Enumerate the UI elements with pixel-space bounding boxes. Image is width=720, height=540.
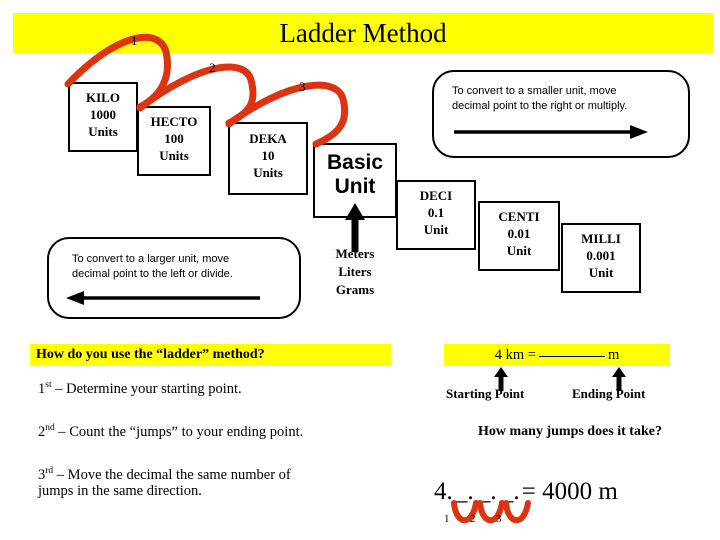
instruction-step-3-suffix: rd (45, 466, 54, 476)
instruction-step-2-suffix: nd (45, 423, 55, 433)
answer-jump-label-3: 3 (496, 513, 502, 525)
basic-unit-arrow-icon (345, 203, 365, 252)
answer-leading-digit: 4. (434, 478, 453, 505)
unit-box-milli-value: 0.001 (586, 248, 616, 263)
answer-slot-3: _. (500, 478, 520, 505)
unit-box-deci-prefix: DECI (419, 188, 453, 203)
callout-smaller-line1: To convert to a smaller unit, move (452, 85, 617, 97)
unit-box-deka-unit: Units (253, 165, 283, 180)
example-answer-blank (538, 356, 605, 357)
example-equation-unit: m (607, 347, 620, 363)
unit-box-centi-prefix: CENTI (498, 209, 540, 224)
answer-result: = 4000 m (521, 478, 618, 505)
example-equation: 4 km = m (444, 345, 670, 365)
starting-point-label: Starting Point (446, 386, 525, 401)
jump-arc-label-2: 2 (209, 60, 216, 75)
ending-point-label: Ending Point (572, 386, 646, 401)
unit-box-hecto: HECTO 100 Units (137, 106, 211, 176)
unit-box-kilo: KILO 1000 Units (68, 82, 138, 152)
unit-box-deci-unit: Unit (423, 222, 449, 237)
instruction-step-3: 3rd – Move the decimal the same number o… (38, 461, 291, 485)
instruction-step-2-ordinal: 2 (38, 423, 46, 440)
instruction-step-3-ordinal: 3 (38, 466, 46, 483)
starting-point-arrow-icon (494, 367, 508, 391)
unit-box-kilo-prefix: KILO (86, 90, 120, 105)
instruction-step-3-continued: jumps in the same direction. (38, 483, 202, 499)
arrow-right-icon (454, 125, 648, 139)
answer-jump-label-2: 2 (470, 513, 476, 525)
callout-larger-unit (47, 237, 301, 319)
callout-larger-unit-text: To convert to a larger unit, move decima… (72, 252, 296, 282)
unit-box-centi-unit: Unit (506, 243, 532, 258)
instruction-step-1: 1st – Determine your starting point. (38, 375, 242, 399)
unit-box-centi-value: 0.01 (507, 226, 531, 241)
instruction-step-1-suffix: st (45, 380, 52, 390)
unit-box-kilo-unit: Units (88, 124, 118, 139)
answer-slot-1: _. (454, 478, 474, 505)
unit-box-milli: MILLI 0.001 Unit (561, 223, 641, 293)
unit-box-centi: CENTI 0.01 Unit (478, 201, 560, 271)
unit-box-deci-value: 0.1 (427, 205, 445, 220)
instruction-step-2-text: – Count the “jumps” to your ending point… (54, 423, 304, 440)
answer-jump-label-1: 1 (444, 513, 450, 525)
callout-larger-line1: To convert to a larger unit, move (72, 253, 230, 265)
unit-box-hecto-value: 100 (164, 131, 184, 146)
instruction-step-2: 2nd – Count the “jumps” to your ending p… (38, 418, 303, 442)
unit-box-hecto-unit: Units (159, 148, 189, 163)
jump-arc-label-1: 1 (131, 33, 138, 48)
unit-box-kilo-value: 1000 (90, 107, 116, 122)
answer-slot-2: _. (477, 478, 497, 505)
basic-unit-example-meters: Meters (335, 246, 375, 261)
unit-box-basic-prefix: Basic (326, 151, 384, 174)
answer-expression: 4._._._.= 4000 m (434, 478, 618, 506)
basic-unit-example-grams: Grams (335, 282, 375, 297)
jumps-question: How many jumps does it take? (478, 424, 662, 439)
unit-box-milli-prefix: MILLI (581, 231, 621, 246)
page-title: Ladder Method (279, 18, 447, 48)
unit-box-basic-value: Unit (334, 175, 376, 198)
unit-box-deka-prefix: DEKA (249, 131, 287, 146)
callout-smaller-unit (432, 70, 690, 158)
example-equation-left: 4 km = (494, 347, 536, 363)
basic-unit-examples: Meters Liters Grams (313, 245, 397, 299)
instruction-step-3-text: – Move the decimal the same number of (53, 466, 291, 483)
callout-smaller-line2: decimal point to the right or multiply. (452, 100, 628, 112)
ending-point-arrow-icon (612, 367, 626, 391)
instruction-step-1-ordinal: 1 (38, 380, 46, 397)
unit-box-hecto-prefix: HECTO (150, 114, 198, 129)
example-equation-highlight (444, 344, 670, 366)
unit-box-basic: Basic Unit (313, 143, 397, 218)
arrow-left-icon (66, 291, 260, 305)
unit-box-deka: DEKA 10 Units (228, 122, 308, 195)
basic-unit-example-liters: Liters (338, 264, 372, 279)
jump-arc-label-3: 3 (299, 79, 306, 94)
instructions-heading: How do you use the “ladder” method? (36, 347, 265, 362)
instructions-heading-highlight (30, 344, 391, 366)
unit-box-deci: DECI 0.1 Unit (396, 180, 476, 250)
callout-smaller-unit-text: To convert to a smaller unit, move decim… (452, 84, 682, 114)
unit-box-milli-unit: Unit (588, 265, 614, 280)
callout-larger-line2: decimal point to the left or divide. (72, 268, 233, 280)
unit-box-deka-value: 10 (261, 148, 275, 163)
instruction-step-1-text: – Determine your starting point. (51, 380, 242, 397)
